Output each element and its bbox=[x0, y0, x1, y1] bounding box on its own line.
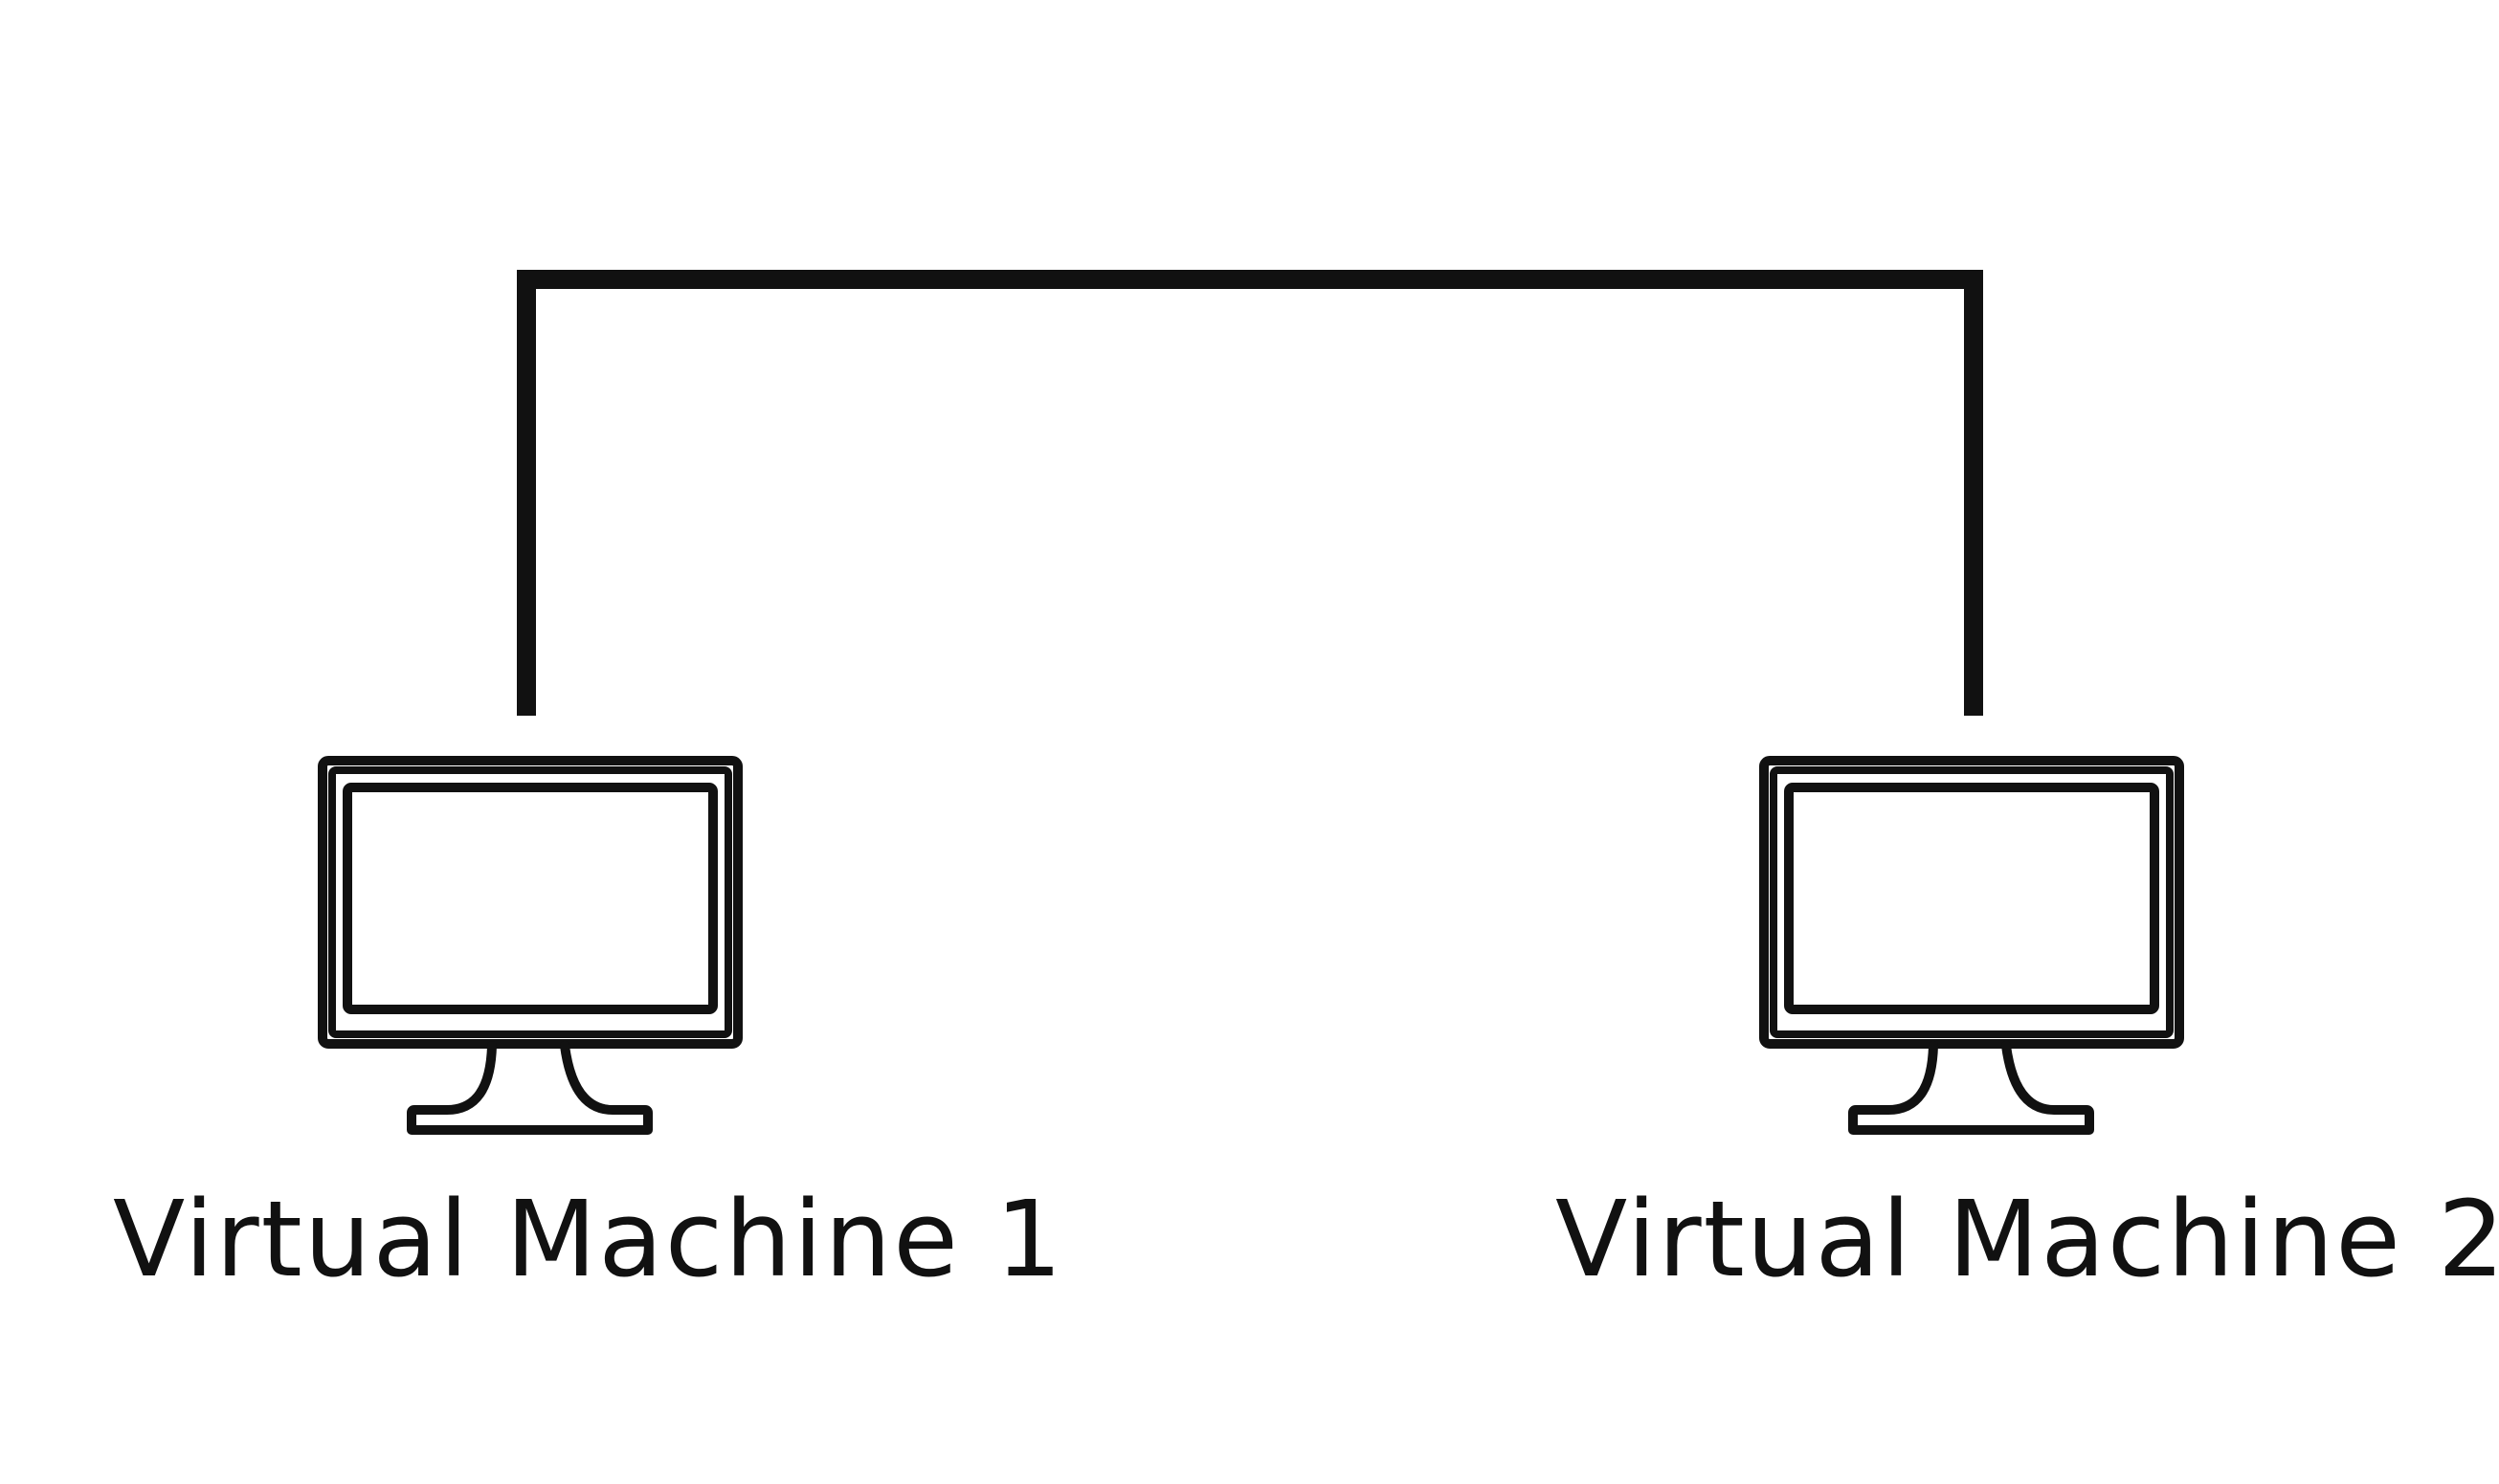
monitor-icon bbox=[1759, 756, 2184, 1135]
monitor-screen bbox=[1784, 783, 2159, 1014]
monitor-bezel bbox=[1759, 756, 2184, 1049]
monitor-icon bbox=[318, 756, 743, 1135]
connection-line bbox=[517, 270, 1983, 716]
monitor-screen bbox=[343, 783, 718, 1014]
monitor-bezel bbox=[318, 756, 743, 1049]
monitor-inner-frame bbox=[1770, 766, 2174, 1038]
monitor-stand bbox=[407, 1041, 653, 1135]
monitor-stand bbox=[1848, 1041, 2094, 1135]
vm-2-label: Virtual Machine 2 bbox=[1555, 1178, 2499, 1300]
vm-1-label: Virtual Machine 1 bbox=[113, 1178, 1064, 1300]
monitor-inner-frame bbox=[328, 766, 732, 1038]
